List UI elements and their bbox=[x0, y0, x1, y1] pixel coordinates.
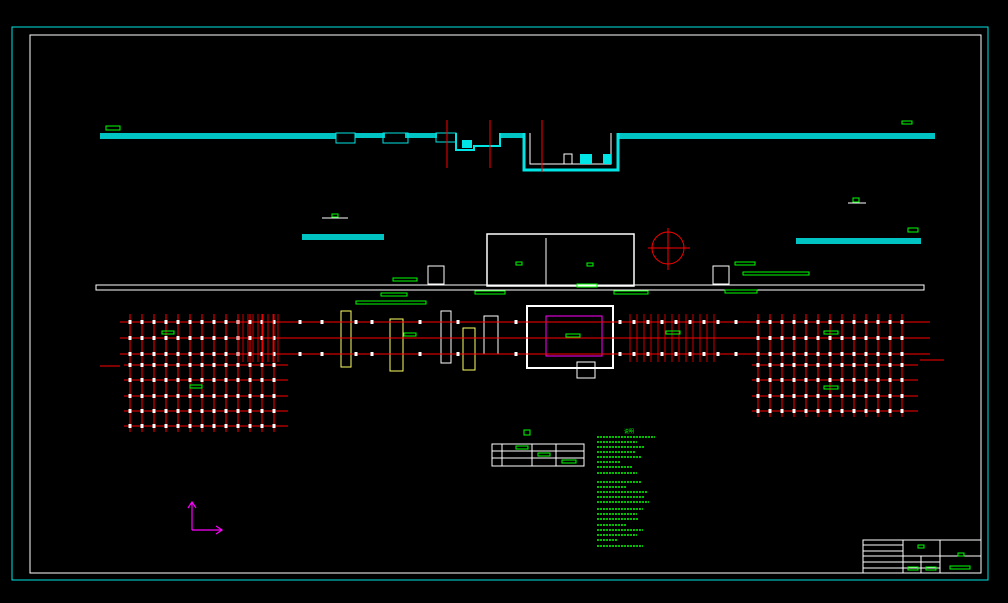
inner-frame bbox=[29, 34, 982, 574]
axis-grid bbox=[100, 321, 944, 367]
ucs-icon bbox=[187, 500, 224, 535]
building-plan bbox=[95, 228, 925, 379]
right-pile-grid bbox=[752, 314, 918, 417]
equipment bbox=[340, 310, 499, 372]
left-pile-grid bbox=[124, 314, 288, 432]
notes-lines bbox=[597, 436, 655, 547]
notes-heading: 说明 bbox=[624, 428, 634, 435]
mid-pile-rows bbox=[237, 314, 738, 362]
title-block bbox=[862, 539, 982, 574]
outer-frame bbox=[11, 26, 989, 581]
top-section-view bbox=[100, 120, 935, 172]
notes-block: 说明 bbox=[624, 428, 634, 435]
side-sections bbox=[302, 197, 921, 244]
legend-table bbox=[491, 429, 585, 467]
green-labels bbox=[161, 261, 839, 390]
